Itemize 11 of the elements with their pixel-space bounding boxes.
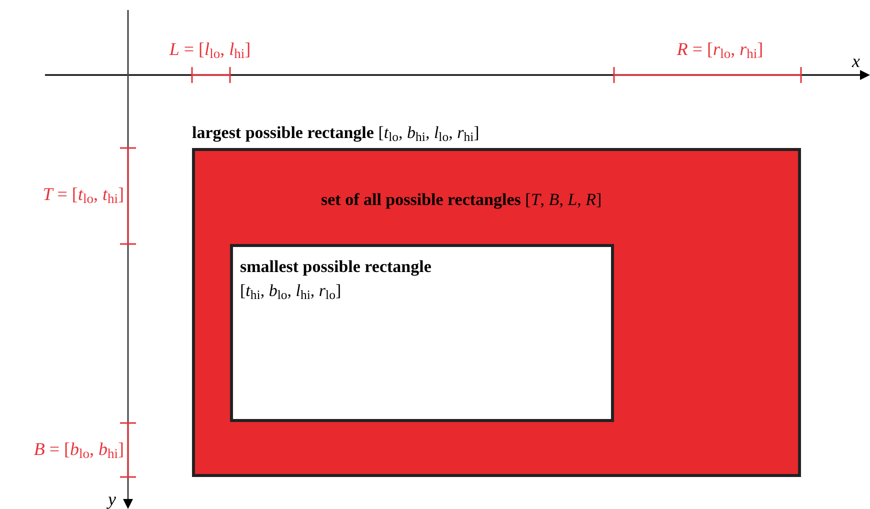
rectangle-heading: largest possible rectangle [t$_{lo}$, b$_{hi}$, l$_{lo}$, r$_{hi}$]	[192, 122, 480, 146]
interval-label: T = [t$_{lo}$, t$_{hi}$]	[42, 183, 124, 208]
rectangle-caption: set of all possible rectangles [T, B, L, R]	[321, 189, 602, 211]
interval-label: B = [b$_{lo}$, b$_{hi}$]	[32, 438, 124, 463]
interval-label: R = [r$_{lo}$, r$_{hi}$]	[676, 38, 764, 63]
axis-label: y	[106, 488, 117, 509]
outlined-rectangle	[230, 244, 614, 422]
interval-label: L = [l$_{lo}$, l$_{hi}$]	[168, 38, 252, 63]
axis-label: x	[850, 50, 861, 73]
rectangle-heading: smallest possible rectangle	[240, 256, 432, 278]
rectangle-caption: [t$_{hi}$, b$_{lo}$, l$_{hi}$, r$_{lo}$]	[240, 280, 342, 303]
